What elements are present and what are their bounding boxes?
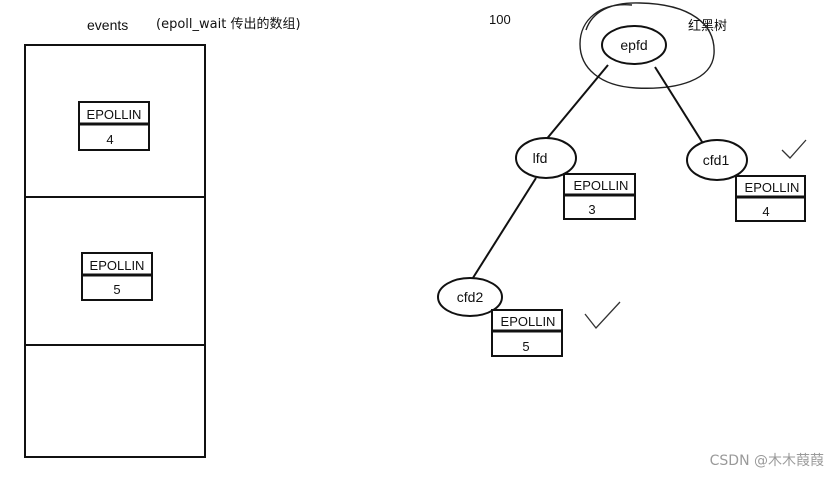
event-entry-event: EPOLLIN [87,107,142,122]
root-highlight-circle [579,2,715,89]
count-label: 100 [489,12,511,27]
event-entry-fd: 4 [762,204,769,219]
tree-node-label: cfd1 [703,152,730,168]
epoll-wait-note: (epoll_wait 传出的数组) [156,16,301,32]
tree-node-shape [515,137,577,179]
tree-edge [654,66,705,146]
tree-node-root: epfd [601,25,667,65]
events-array: EPOLLIN 4 EPOLLIN 5 [24,44,206,458]
tree-node-label: lfd [533,150,548,166]
rbtree-label: 红黑树 [688,18,727,34]
event-entry-fd: 4 [106,132,113,147]
event-entry-fd: 5 [522,339,529,354]
event-entry: EPOLLIN 4 [78,101,150,151]
check-mark-icon [584,301,621,330]
event-entry-event: EPOLLIN [574,178,629,193]
event-entry-box [78,101,150,151]
tree-edge [470,177,537,282]
tree-node-shape [437,277,503,317]
rbtree: epfd lfd EPOLLIN 3 cfd1 EPOLLIN 4 cfd2 [437,2,807,357]
tree-node-label: cfd2 [457,289,484,305]
event-entry: EPOLLIN 5 [81,252,153,301]
tree-node-label: epfd [620,37,647,53]
tree-node-shape [686,139,748,181]
event-entry-box [491,309,563,357]
event-entry-event: EPOLLIN [90,258,145,273]
events-array-border [24,44,206,458]
events-label: events [87,17,128,33]
check-mark-icon [781,139,807,159]
tree-edge [539,64,609,148]
event-entry-event: EPOLLIN [501,314,556,329]
tree-node-lfd: lfd EPOLLIN 3 [515,137,636,220]
watermark: CSDN @木木葭葭 [710,453,824,469]
tree-node-cfd1: cfd1 EPOLLIN 4 [686,139,807,222]
tree-node-cfd2: cfd2 EPOLLIN 5 [437,277,621,357]
tree-node-shape [601,25,667,65]
event-entry-fd: 5 [113,282,120,297]
event-entry-event: EPOLLIN [745,180,800,195]
event-entry-fd: 3 [588,202,595,217]
